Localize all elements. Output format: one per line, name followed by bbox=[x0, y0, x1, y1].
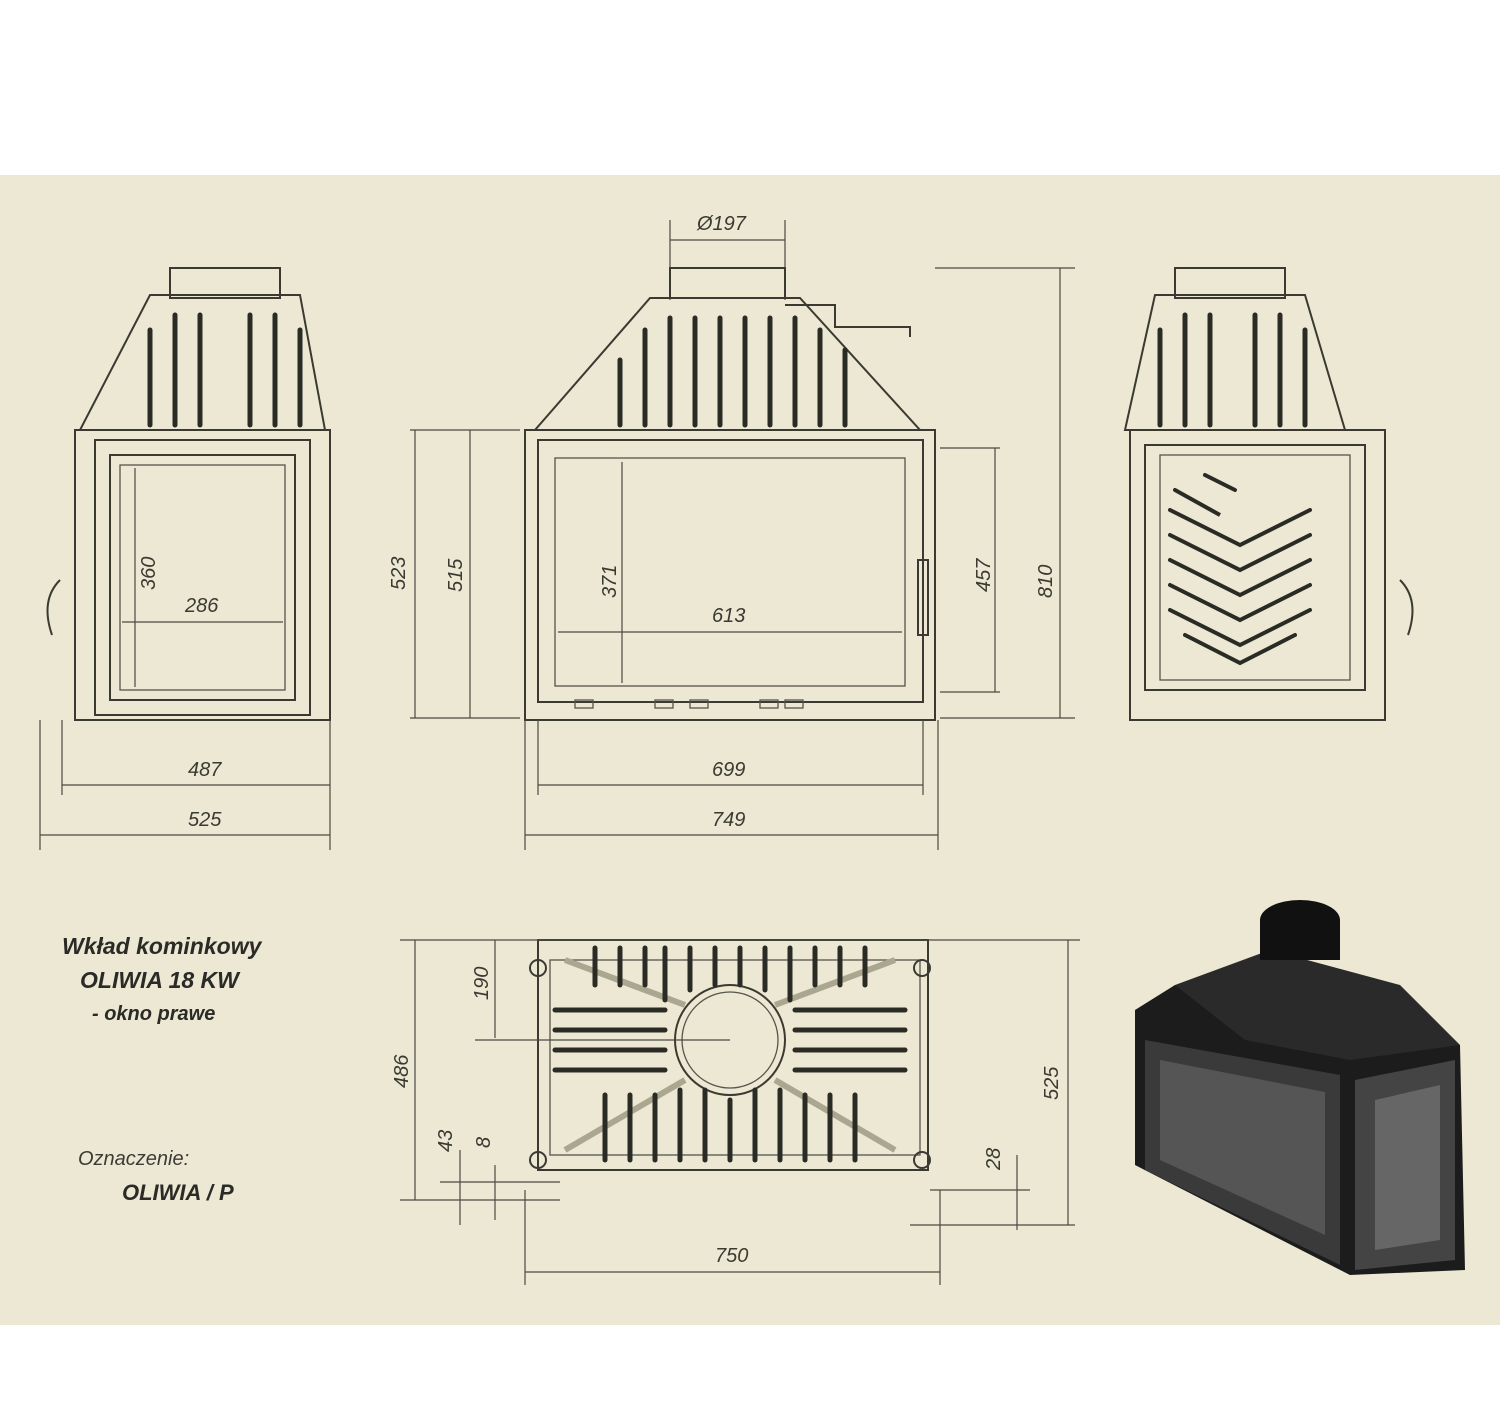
side-view-left bbox=[39, 267, 331, 850]
dim-top-depth-outer: 525 bbox=[1041, 1066, 1063, 1100]
dim-front-inner-width: 699 bbox=[712, 759, 745, 781]
dim-top-flue-offset: 190 bbox=[471, 967, 493, 1000]
side-view-right bbox=[1123, 267, 1414, 721]
dim-total-height: 810 bbox=[1035, 565, 1057, 598]
designation-label: Oznaczenie: bbox=[78, 1148, 190, 1170]
top-view bbox=[400, 939, 1080, 1285]
caption-variant: - okno prawe bbox=[92, 1003, 216, 1025]
dim-side-inner-width: 487 bbox=[188, 759, 222, 781]
dim-top-width: 750 bbox=[715, 1245, 748, 1267]
dim-front-outer-width: 749 bbox=[712, 809, 745, 831]
dim-front-height-inner: 515 bbox=[445, 558, 467, 592]
dim-top-depth-inner: 486 bbox=[391, 1054, 413, 1088]
dim-side-glass-height: 360 bbox=[138, 557, 160, 590]
dim-top-offset-28: 28 bbox=[983, 1148, 1005, 1171]
isometric-render bbox=[1135, 900, 1465, 1275]
dim-front-height-outer: 523 bbox=[388, 557, 410, 590]
dim-flue-diameter: Ø197 bbox=[696, 213, 747, 235]
caption-title: Wkład kominkowy bbox=[62, 933, 262, 959]
dim-top-offset-8: 8 bbox=[473, 1137, 495, 1148]
front-view bbox=[410, 220, 1075, 850]
dim-top-offset-43: 43 bbox=[435, 1130, 457, 1152]
dim-side-outer-width: 525 bbox=[188, 809, 222, 831]
dim-front-glass-width: 613 bbox=[712, 605, 745, 627]
dim-side-glass-width: 286 bbox=[184, 595, 219, 617]
dim-front-glass-height: 371 bbox=[599, 565, 621, 598]
designation-value: OLIWIA / P bbox=[122, 1180, 234, 1205]
caption-model: OLIWIA 18 KW bbox=[80, 967, 239, 993]
dim-front-side-height: 457 bbox=[973, 558, 995, 592]
